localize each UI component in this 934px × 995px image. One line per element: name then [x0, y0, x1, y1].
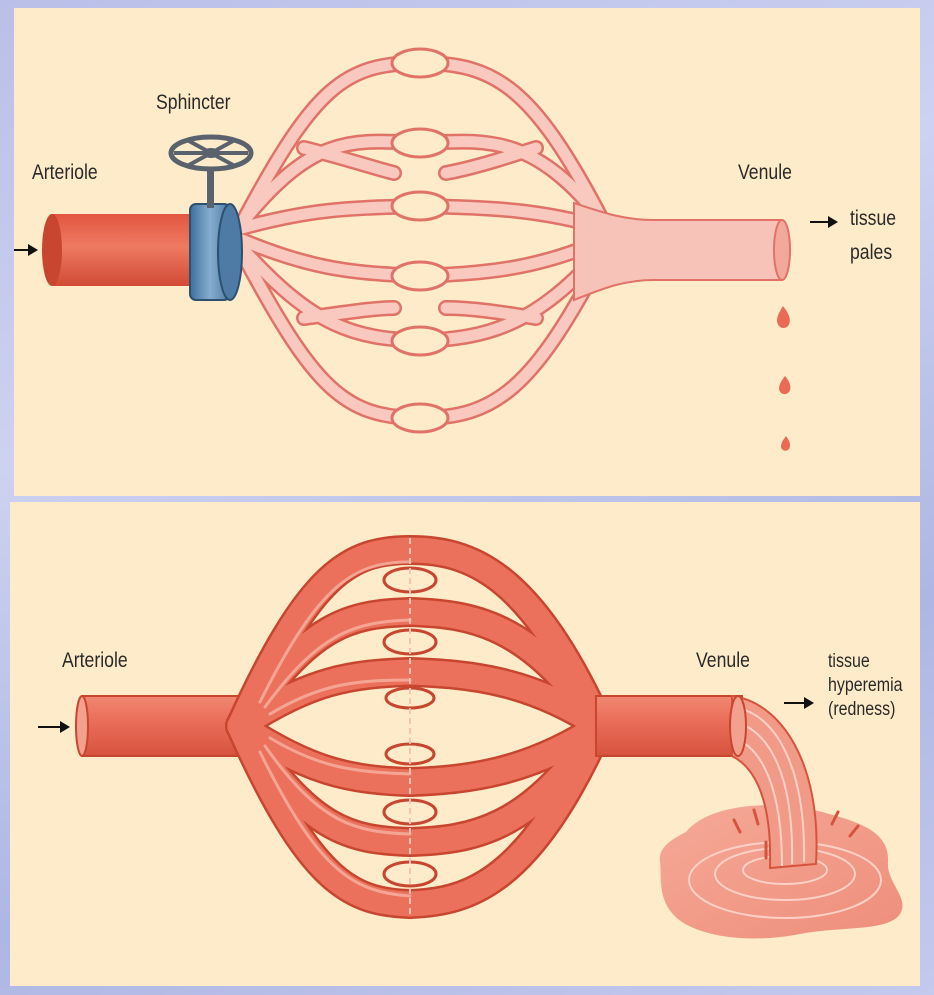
venule-constricted: [574, 203, 782, 300]
inflow-arrow-icon-bottom: [38, 726, 68, 728]
constricted-diagram-panel: Sphincter Arteriole Venule tissue pales: [14, 8, 920, 496]
outflow-arrow-icon-bottom: [784, 702, 812, 704]
capillary-network-dilated: [240, 550, 600, 904]
sphincter-label: Sphincter: [156, 90, 231, 116]
inflow-arrow-icon: [14, 249, 36, 251]
arteriole-constricted: [52, 214, 202, 286]
outcome-label-line1-bottom: tissue: [828, 650, 870, 673]
outflow-arrow-icon: [810, 221, 836, 223]
sphincter-valve-wheel-icon: [171, 137, 251, 208]
venule-label-top: Venule: [738, 160, 792, 186]
arteriole-dilated: [82, 696, 242, 756]
venule-dilated: [596, 696, 742, 756]
arteriole-label-top: Arteriole: [32, 160, 98, 186]
venule-opening-constricted: [774, 220, 790, 280]
outcome-label-line2-bottom: hyperemia: [828, 674, 903, 697]
capillary-network-constricted: [242, 49, 604, 432]
constricted-vessel-graphic: [14, 8, 920, 496]
dilated-diagram-panel: Arteriole Venule tissue hyperemia (redne…: [10, 502, 920, 986]
arteriole-label-bottom: Arteriole: [62, 648, 128, 674]
venule-label-bottom: Venule: [696, 648, 750, 674]
sphincter-cuff: [190, 204, 242, 300]
outcome-label-line1-top: tissue: [850, 206, 896, 232]
outcome-label-line3-bottom: (redness): [828, 698, 895, 721]
dilated-vessel-graphic: [10, 502, 920, 986]
blood-drips: [777, 306, 790, 451]
outcome-label-line2-top: pales: [850, 240, 892, 266]
